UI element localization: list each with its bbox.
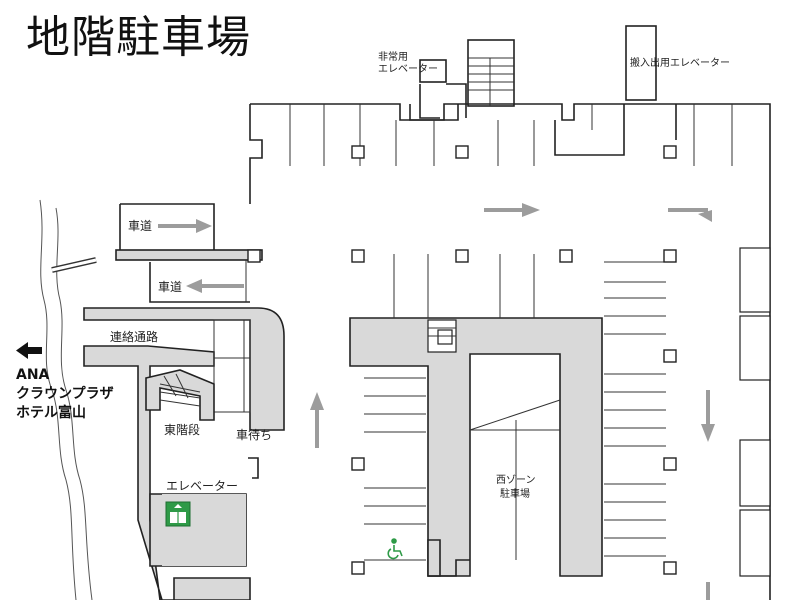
central-core-inner [437, 329, 453, 345]
pillar [663, 457, 677, 471]
traffic-arrow-north [310, 392, 324, 448]
hotel-direction-arrow [16, 342, 42, 359]
waiting-area-label: 車待ち [236, 428, 273, 442]
west-zone-label-1: 西ゾーン [496, 475, 536, 486]
emergency-elevator-outline [419, 83, 467, 119]
connecting-passage-area [213, 319, 251, 413]
north-stall-lines [289, 104, 733, 166]
emergency-elevator-label-1: 非常用 [378, 52, 408, 63]
service-elevator-box [625, 25, 657, 101]
road-edge-right [55, 207, 93, 600]
pillar [663, 561, 677, 575]
pillar [351, 145, 365, 159]
service-elevator-label: 搬入出用エレベーター [630, 58, 730, 69]
elevator-label: エレベーター [166, 479, 239, 493]
road-in-label: 車道 [128, 219, 153, 233]
south-connector [427, 539, 441, 577]
hotel-label: ANA クラウンプラザ ホテル富山 [16, 366, 114, 423]
accessible-icon [387, 538, 403, 560]
pillar [559, 249, 573, 263]
road-arrow-out [186, 279, 244, 293]
road-marker-inner [51, 258, 97, 272]
pillar [663, 249, 677, 263]
page-title: 地階駐車場 [26, 12, 251, 63]
east-building-outer [83, 307, 285, 431]
hotel-label-line2: クラウンプラザ [16, 386, 114, 402]
east-stairs-treads [159, 373, 201, 407]
central-structure [349, 317, 603, 577]
emergency-elevator-label-2: エレベーター [378, 64, 438, 75]
pillar [663, 349, 677, 363]
elevator-icon [165, 501, 191, 527]
exit-road [149, 262, 250, 303]
pillar [351, 561, 365, 575]
west-zone-label-2: 駐車場 [500, 489, 530, 500]
east-stairs-label: 東階段 [164, 423, 201, 437]
road-arrow-in [158, 219, 212, 233]
waiting-marker [248, 457, 259, 479]
emergency-elevator-box [419, 59, 447, 83]
pillar [351, 249, 365, 263]
north-stairs [467, 39, 515, 107]
west-zone-lines [469, 399, 561, 560]
road-edge-left [39, 199, 77, 600]
pillar [455, 249, 469, 263]
road-out-label: 車道 [158, 280, 183, 294]
pillar [455, 145, 469, 159]
garage-outline [250, 103, 771, 600]
hotel-label-line3: ホテル富山 [16, 405, 86, 421]
connecting-passage-label: 連絡通路 [110, 330, 159, 344]
entrance-road [119, 203, 215, 250]
east-stairs-frame [145, 369, 215, 421]
traffic-arrow-east [484, 203, 540, 217]
north-bay-wall [249, 104, 263, 204]
traffic-arrow-south [701, 390, 715, 442]
pillar [247, 249, 261, 263]
north-bay-inner [409, 104, 677, 156]
east-bays [739, 247, 771, 577]
pillar [663, 145, 677, 159]
hotel-label-line1: ANA [16, 367, 50, 383]
pillar [351, 457, 365, 471]
entrance-divider [115, 249, 263, 261]
middle-stall-lines [364, 254, 666, 561]
north-stairs-treads [468, 57, 514, 106]
south-step [428, 559, 470, 577]
traffic-arrow-turn-down [668, 208, 712, 222]
